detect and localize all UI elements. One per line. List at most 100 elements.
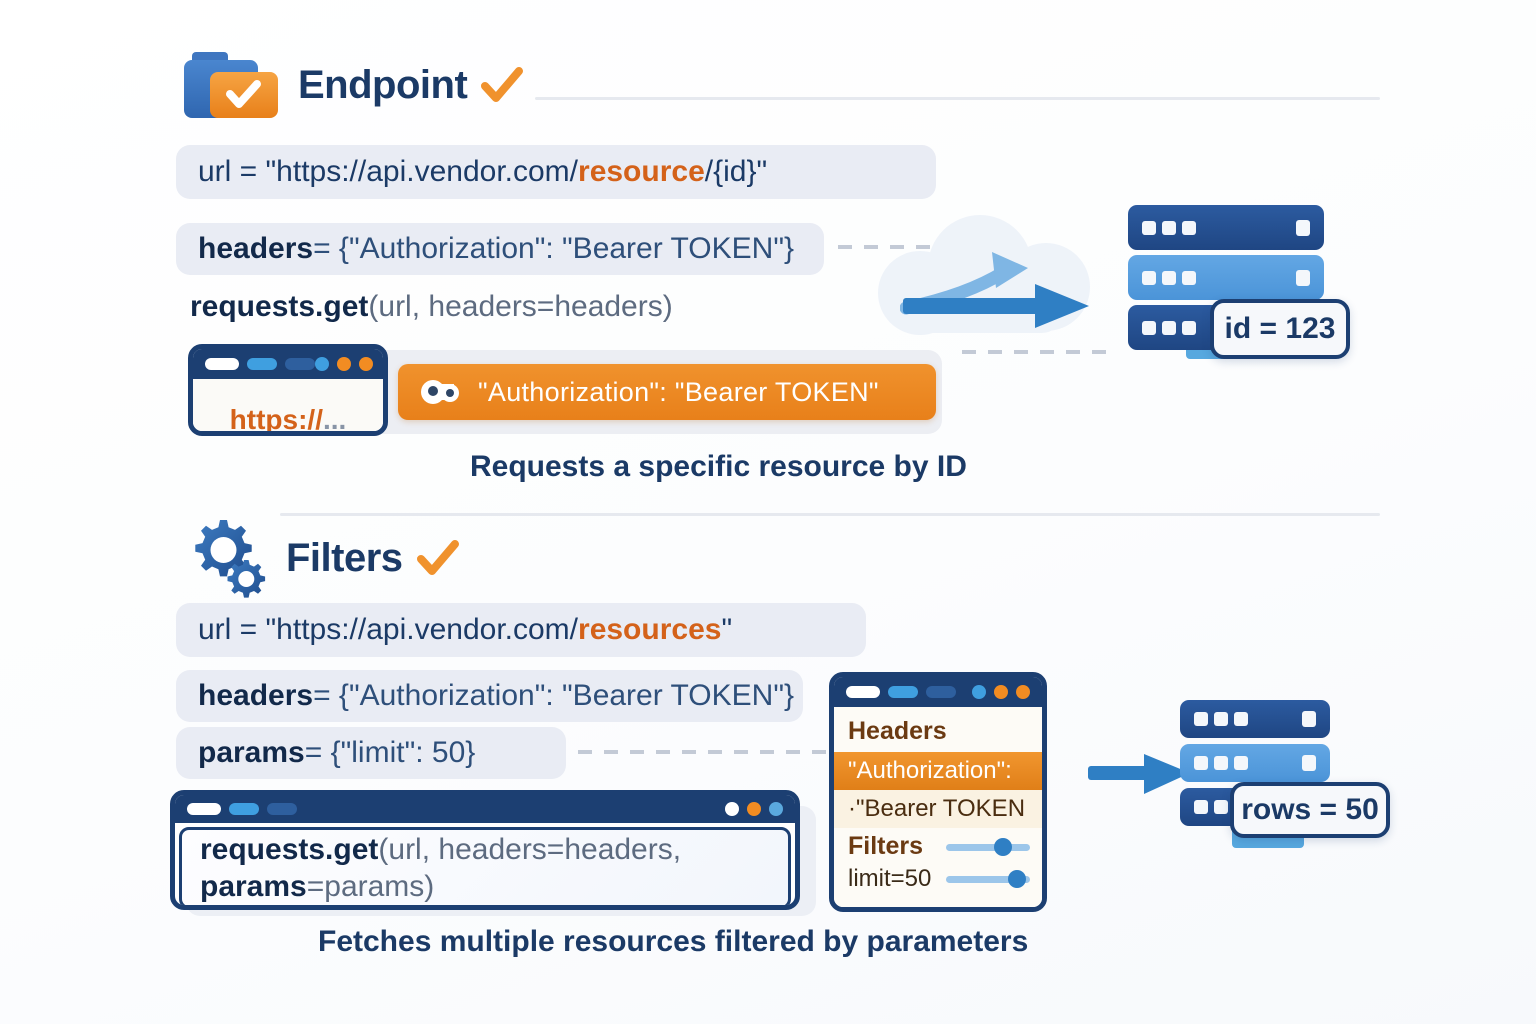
code-url-prefix: url = "https://api.vendor.com/ xyxy=(198,613,579,646)
browser-tabs xyxy=(205,358,315,370)
server-leds xyxy=(1142,220,1196,235)
panel-titlebar xyxy=(834,677,1042,707)
window-dot-blue xyxy=(315,357,329,371)
code-url-suffix: " xyxy=(721,613,733,646)
window-dot-orange-1 xyxy=(994,685,1008,699)
key-icon xyxy=(420,378,462,406)
server-status-led xyxy=(1302,755,1316,771)
tab-pill-1 xyxy=(846,686,880,698)
browser-tabs xyxy=(187,803,297,815)
orange-check-icon xyxy=(481,67,524,103)
panel-filters-row: Filters xyxy=(834,828,1042,861)
code-params-fn: params xyxy=(200,870,307,903)
code-line-request-endpoint: requests.get(url, headers=headers) xyxy=(176,285,776,329)
url-ellipsis-text: ... xyxy=(322,404,347,435)
server-unit-top xyxy=(1128,205,1324,250)
code-params-value: = {"limit": 50} xyxy=(304,736,476,769)
browser-tabs xyxy=(846,686,956,698)
connector-dashed-headers xyxy=(838,245,950,249)
code-url-prefix: url = "https://api.vendor.com/ xyxy=(198,155,579,188)
folder-check-icon xyxy=(180,48,284,122)
gears-icon xyxy=(188,518,272,598)
code-headers-value: = {"Authorization": "Bearer TOKEN"} xyxy=(313,232,794,265)
address-bar-text: https://... xyxy=(229,404,347,435)
slider-track xyxy=(946,876,1030,883)
window-dot-orange-2 xyxy=(359,357,373,371)
url-protocol-text: https:// xyxy=(229,404,323,435)
code-call-args: (url, headers=headers) xyxy=(368,290,673,323)
window-dot-blue xyxy=(972,685,986,699)
code-chip-url-endpoint: url = "https://api.vendor.com/resource/{… xyxy=(176,145,936,199)
auth-header-banner[interactable]: "Authorization": "Bearer TOKEN" xyxy=(398,364,936,420)
caption-filters: Fetches multiple resources filtered by p… xyxy=(318,925,1029,958)
code-call-fn: requests.get xyxy=(200,832,379,866)
server-status-led xyxy=(1296,269,1310,286)
browser-titlebar xyxy=(193,349,383,379)
server-leds xyxy=(1142,270,1196,285)
tab-pill-2 xyxy=(229,803,259,815)
orange-check-icon xyxy=(416,540,459,576)
panel-limit-label: limit=50 xyxy=(848,865,932,892)
tab-pill-2 xyxy=(247,358,277,370)
panel-body: Headers "Authorization": ·"Bearer TOKEN … xyxy=(834,707,1042,907)
code-url-resource: resource xyxy=(578,155,705,188)
code-call-fn: requests.get xyxy=(190,290,369,323)
slider-track xyxy=(946,843,1030,851)
code-chip-url-filters: url = "https://api.vendor.com/resources" xyxy=(176,603,866,657)
code-chip-headers-endpoint: headers = {"Authorization": "Bearer TOKE… xyxy=(176,223,824,275)
window-dot-blue xyxy=(769,802,783,816)
straight-arrow-icon-endpoint xyxy=(903,282,1103,335)
server-leds xyxy=(1194,756,1248,770)
window-controls[interactable] xyxy=(725,802,783,816)
filters-slider[interactable] xyxy=(946,837,1030,856)
code-call-args: (url, headers=headers, xyxy=(378,832,682,866)
connector-dashed-params xyxy=(578,750,828,754)
code-chip-params-filters: params = {"limit": 50} xyxy=(176,727,566,779)
code-window-body: requests.get(url, headers=headers, param… xyxy=(179,827,791,905)
server-status-led xyxy=(1296,219,1310,236)
window-dot-orange-1 xyxy=(337,357,351,371)
window-controls[interactable] xyxy=(972,685,1030,699)
server-stack-endpoint: id = 123 xyxy=(1128,205,1368,365)
tab-pill-2 xyxy=(888,686,918,698)
tab-pill-1 xyxy=(205,358,239,370)
server-unit-middle xyxy=(1128,255,1324,300)
server-unit-top xyxy=(1180,700,1330,738)
panel-limit-row: limit=50 xyxy=(834,861,1042,893)
server-unit-middle xyxy=(1180,744,1330,782)
browser-window-url[interactable]: https://... xyxy=(188,344,388,436)
window-controls[interactable] xyxy=(315,357,373,371)
code-headers-key: headers xyxy=(198,679,314,712)
tab-pill-3 xyxy=(285,358,315,370)
code-headers-value: = {"Authorization": "Bearer TOKEN"} xyxy=(313,679,794,712)
server-stack-filters: rows = 50 xyxy=(1180,700,1410,860)
panel-headers-title: Headers xyxy=(848,717,947,745)
window-dot-orange-2 xyxy=(1016,685,1030,699)
section-title-filters: Filters xyxy=(286,535,403,580)
section-header-filters: Filters xyxy=(188,518,459,598)
panel-bearer-row[interactable]: ·"Bearer TOKEN xyxy=(834,790,1042,828)
tab-pill-3 xyxy=(926,686,956,698)
slider-knob xyxy=(1008,870,1026,888)
code-window-request[interactable]: requests.get(url, headers=headers, param… xyxy=(170,790,800,910)
code-window-titlebar xyxy=(175,795,795,823)
code-line-2: params=params) xyxy=(200,868,434,905)
auth-banner-label: "Authorization": "Bearer TOKEN" xyxy=(478,376,879,407)
code-line-1: requests.get(url, headers=headers, xyxy=(200,831,681,869)
code-url-suffix: /{id}" xyxy=(704,155,768,188)
window-dot-white xyxy=(725,802,739,816)
server-leds xyxy=(1194,800,1228,814)
server-badge-id: id = 123 xyxy=(1210,299,1350,359)
server-status-led xyxy=(1302,711,1316,727)
panel-authorization-row[interactable]: "Authorization": xyxy=(834,752,1042,790)
straight-arrow-icon-filters xyxy=(1088,752,1198,801)
section-header-endpoint: Endpoint xyxy=(180,48,524,122)
server-leds xyxy=(1194,712,1248,726)
header-divider-filters xyxy=(280,513,1380,516)
tab-pill-3 xyxy=(267,803,297,815)
limit-slider[interactable] xyxy=(946,870,1030,888)
code-params-key: params xyxy=(198,736,305,769)
headers-filters-panel[interactable]: Headers "Authorization": ·"Bearer TOKEN … xyxy=(829,672,1047,912)
server-badge-rows: rows = 50 xyxy=(1230,782,1390,838)
